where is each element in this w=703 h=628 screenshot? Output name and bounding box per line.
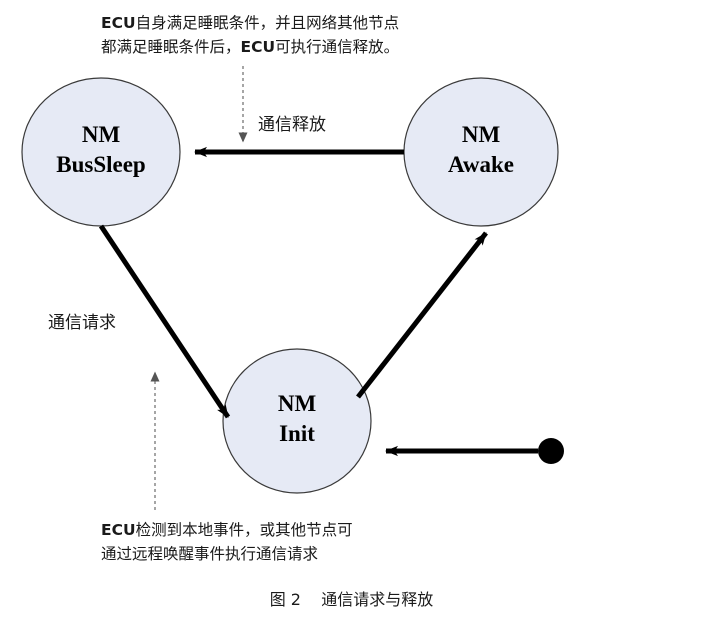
annotation-request-text-2: 通过远程唤醒事件执行通信请求 (101, 545, 319, 563)
initial-state-dot[interactable] (538, 438, 564, 464)
annotation-release-line1: ECU自身满足睡眠条件，并且网络其他节点 (101, 11, 399, 35)
transition-bussleep-to-init[interactable] (98, 224, 231, 419)
edge-label-release: 通信释放 (258, 115, 326, 135)
annotation-release-bold-2: ECU (240, 38, 276, 56)
annotation-release-note: ECU自身满足睡眠条件，并且网络其他节点 都满足睡眠条件后，ECU可执行通信释放… (101, 11, 399, 59)
figure-caption: 图 2 通信请求与释放 (269, 590, 434, 609)
annotation-release-text-2b: 可执行通信释放。 (275, 38, 400, 56)
transition-init-to-awake[interactable] (356, 231, 488, 399)
annotation-release-bold-1: ECU (101, 14, 136, 32)
annotation-request-note: ECU检测到本地事件，或其他节点可 通过远程唤醒事件执行通信请求 (101, 518, 353, 566)
state-node-nm-bussleep[interactable] (21, 77, 181, 227)
state-node-nm-awake[interactable] (403, 77, 559, 227)
annotation-release-text-2a: 都满足睡眠条件后， (101, 38, 241, 56)
annotation-request-line2: 通过远程唤醒事件执行通信请求 (101, 542, 353, 566)
annotation-request-bold-1: ECU (101, 521, 136, 539)
annotation-release-text-1: 自身满足睡眠条件，并且网络其他节点 (135, 14, 400, 32)
annotation-request-line1: ECU检测到本地事件，或其他节点可 (101, 518, 353, 542)
state-node-nm-init[interactable] (222, 348, 372, 494)
edge-label-request: 通信请求 (48, 313, 116, 333)
annotation-request-text-1: 检测到本地事件，或其他节点可 (135, 521, 353, 539)
annotation-release-line2: 都满足睡眠条件后，ECU可执行通信释放。 (101, 35, 399, 59)
